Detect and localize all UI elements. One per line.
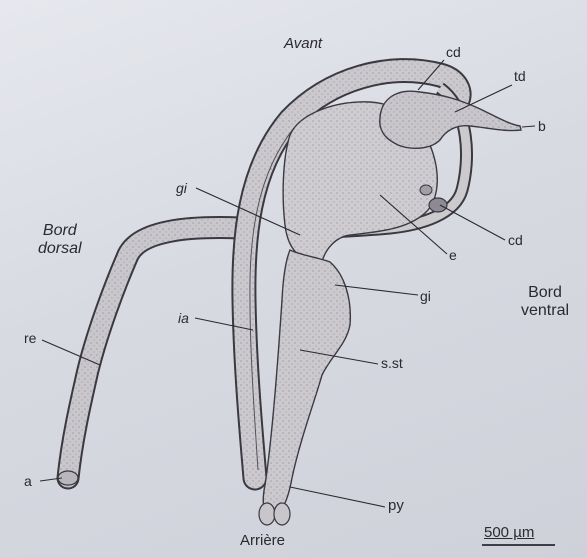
label-td: td: [514, 68, 526, 84]
label-s-st: s.st: [381, 355, 403, 371]
scale-bar-label: 500 µm: [484, 524, 534, 541]
label-py: py: [388, 497, 404, 514]
label-dorsal-line1: Bord: [38, 222, 82, 240]
label-cd-top: cd: [446, 44, 461, 60]
label-e: e: [449, 247, 457, 263]
label-anterior: Avant: [284, 35, 322, 52]
typhlosole-head: [380, 91, 521, 148]
rectum-tube: [68, 228, 240, 478]
label-dorsal-line2: dorsal: [38, 240, 82, 258]
label-re: re: [24, 330, 36, 346]
label-gi-lower: gi: [420, 288, 431, 304]
label-ventral-line2: ventral: [521, 302, 569, 320]
post-stomach: [259, 250, 350, 525]
label-cd-right: cd: [508, 232, 523, 248]
label-ventral-line1: Bord: [521, 284, 569, 302]
label-ia: ia: [178, 310, 189, 326]
label-posterior: Arrière: [240, 532, 285, 549]
label-b: b: [538, 118, 546, 134]
label-dorsal-edge: Bord dorsal: [38, 222, 82, 258]
label-ventral-edge: Bord ventral: [521, 284, 569, 320]
label-a: a: [24, 473, 32, 489]
label-gi-upper: gi: [176, 180, 187, 196]
